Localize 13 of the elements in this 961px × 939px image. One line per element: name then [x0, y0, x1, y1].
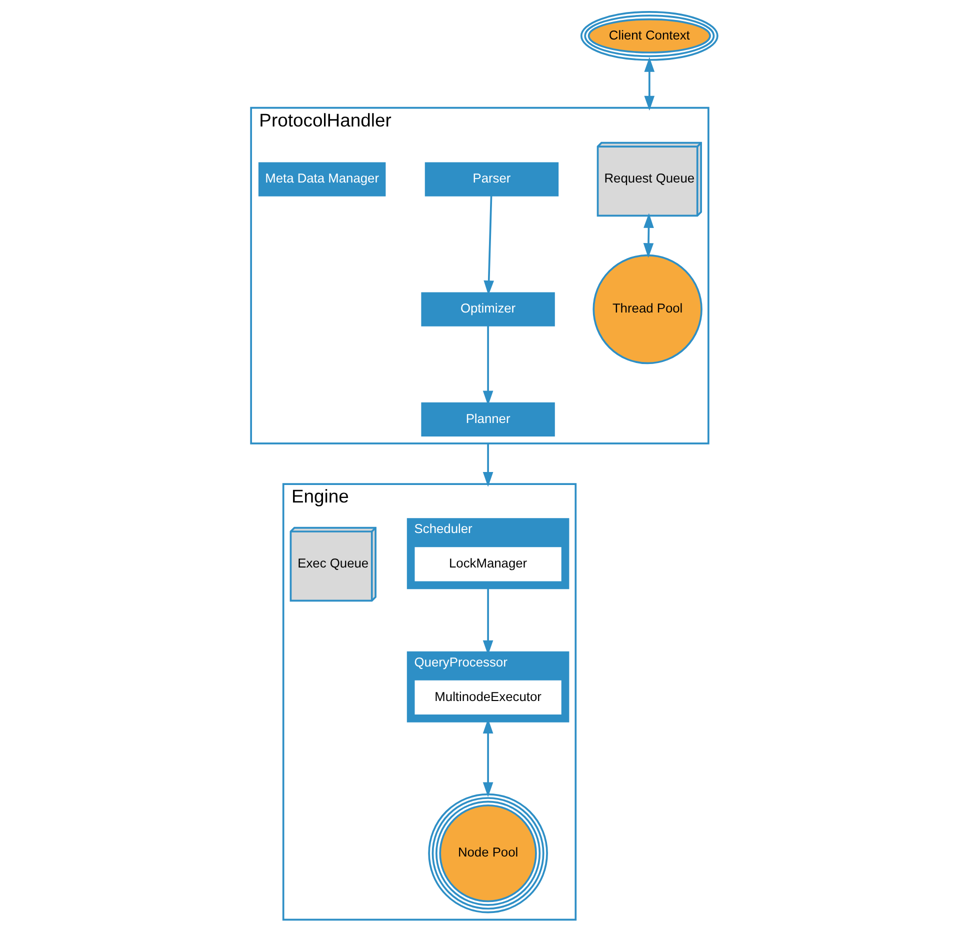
node-box: Parser — [424, 162, 559, 196]
node-circle: Node Pool — [428, 793, 548, 914]
node-box: Planner — [421, 402, 555, 437]
node-box: MultinodeExecutor — [414, 680, 562, 715]
node-circle: Thread Pool — [592, 254, 702, 364]
node-box: Meta Data Manager — [258, 162, 386, 196]
arrow — [643, 213, 654, 258]
arrow — [644, 57, 655, 111]
node-ellipse: Client Context — [580, 11, 718, 61]
arrow — [482, 443, 494, 487]
arrow — [484, 196, 494, 296]
node-box: LockManager — [414, 547, 562, 582]
node-box: Optimizer — [421, 292, 555, 326]
